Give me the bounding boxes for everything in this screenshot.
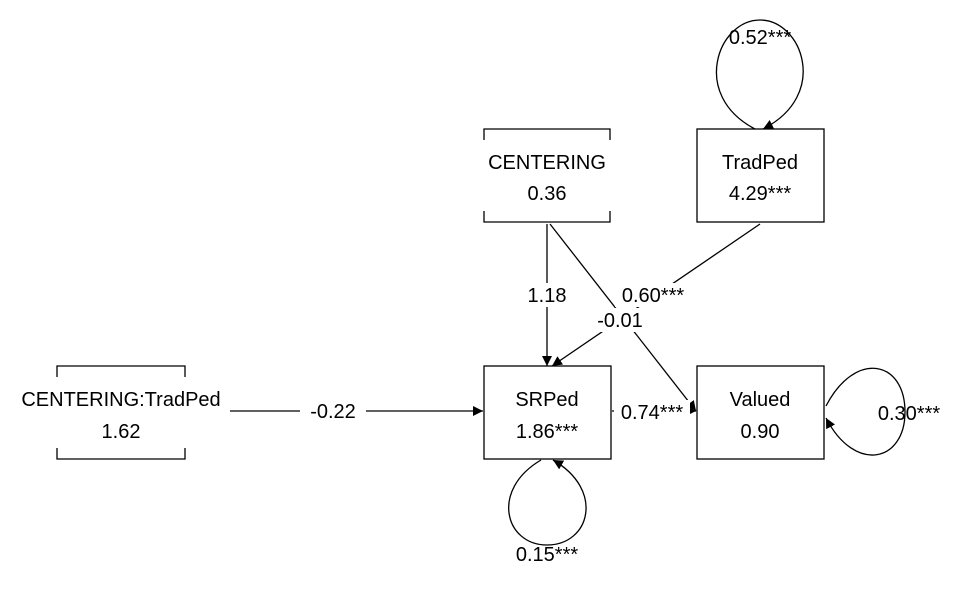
node-valued: Valued 0.90	[696, 365, 825, 460]
residual-label-srped: 0.15***	[516, 544, 578, 566]
node-tradped: TradPed 4.29***	[696, 128, 825, 223]
residual-label-valued: 0.30***	[878, 403, 940, 425]
node-centering-tradped: CENTERING:TradPed 1.62	[21, 365, 221, 460]
residual-label-tradped: 0.52***	[729, 27, 791, 49]
node-name: TradPed	[722, 152, 798, 174]
node-name: CENTERING	[488, 152, 606, 174]
residual-loop-tradped	[715, 19, 804, 130]
node-value: 1.86***	[516, 421, 578, 443]
path-label-centering-valued: -0.01	[597, 310, 643, 332]
node-name: Valued	[730, 389, 791, 411]
node-value: 0.36	[528, 183, 567, 205]
node-name: SRPed	[515, 389, 578, 411]
node-value: 1.62	[102, 421, 141, 443]
residual-loop-srped	[508, 459, 587, 546]
node-name: CENTERING:TradPed	[21, 389, 220, 411]
path-label-tradped-srped: 0.60***	[622, 285, 684, 307]
path-label-centering-srped: 1.18	[528, 285, 567, 307]
node-centering: CENTERING 0.36	[483, 128, 611, 223]
node-value: 0.90	[741, 421, 780, 443]
residual-loop-valued	[825, 367, 906, 456]
node-srped: SRPed 1.86***	[483, 365, 612, 460]
path-label-srped-valued: 0.74***	[621, 402, 683, 424]
path-label-interaction-srped: -0.22	[310, 401, 356, 423]
node-value: 4.29***	[729, 183, 791, 205]
